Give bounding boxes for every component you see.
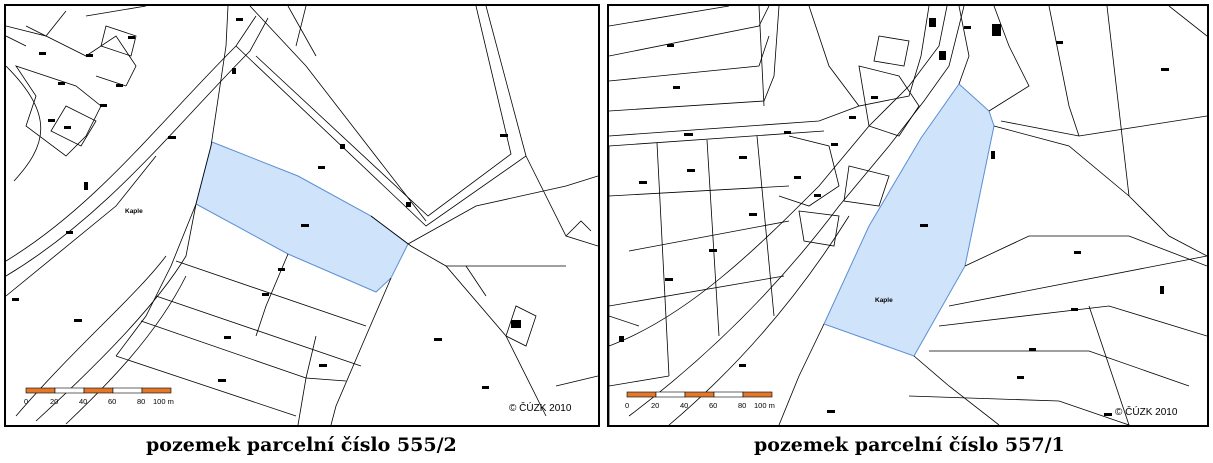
scale-tick: 0: [625, 401, 629, 410]
scale-tick: 60: [709, 401, 717, 410]
scale-tick: 60: [108, 397, 116, 406]
cadastral-map-left: Kaple 0 20 40 60 80 100 m © ČÚZK 2010: [4, 4, 600, 427]
scale-tick: 80: [137, 397, 145, 406]
scale-tick: 0: [24, 397, 28, 406]
scale-bar: 0 20 40 60 80 100 m: [625, 391, 775, 410]
scale-tick: 20: [50, 397, 58, 406]
scale-bar: 0 20 40 60 80 100 m: [24, 387, 174, 406]
scale-tick: 40: [79, 397, 87, 406]
map-canvas-left: Kaple 0 20 40 60 80 100 m © ČÚZK 2010: [6, 6, 598, 425]
highlighted-parcel: [195, 141, 409, 293]
highlighted-parcel: [823, 83, 995, 357]
cadastral-map-right: Kaple 0 20 40 60 80 100 m © ČÚZK 2010: [607, 4, 1209, 427]
scale-tick: 40: [680, 401, 688, 410]
place-label-kaple: Kaple: [125, 208, 143, 215]
scale-tick: 80: [738, 401, 746, 410]
scale-end-label: 100 m: [153, 397, 174, 406]
place-label-kaple: Kaple: [875, 297, 893, 304]
map-canvas-right: Kaple 0 20 40 60 80 100 m © ČÚZK 2010: [609, 6, 1207, 425]
copyright-label: © ČÚZK 2010: [1115, 405, 1178, 418]
scale-end-label: 100 m: [754, 401, 775, 410]
map-caption-right: pozemek parcelní číslo 557/1: [754, 434, 1065, 456]
copyright-label: © ČÚZK 2010: [509, 401, 572, 414]
map-caption-left: pozemek parcelní číslo 555/2: [146, 434, 457, 456]
scale-tick: 20: [651, 401, 659, 410]
